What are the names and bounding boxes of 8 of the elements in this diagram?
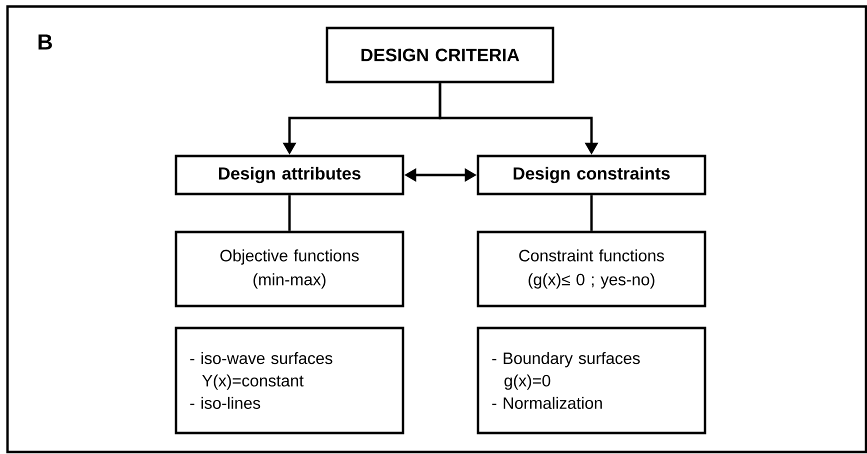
category-box: Design attributes [174, 154, 404, 196]
function-box: Constraint functions (g(x)≤ 0 ; yes-no) [476, 230, 706, 308]
panel-letter: B [38, 34, 52, 50]
list-box: - Boundary surfaces g(x)=0 - Normalization [476, 326, 706, 434]
category-box: Design constraints [476, 154, 706, 196]
function-box: Objective functions (min-max) [174, 230, 404, 308]
list-box: - iso-wave surfaces Y(x)=constant - iso-lines [174, 326, 404, 434]
title-box: DESIGN CRITERIA [326, 26, 554, 84]
